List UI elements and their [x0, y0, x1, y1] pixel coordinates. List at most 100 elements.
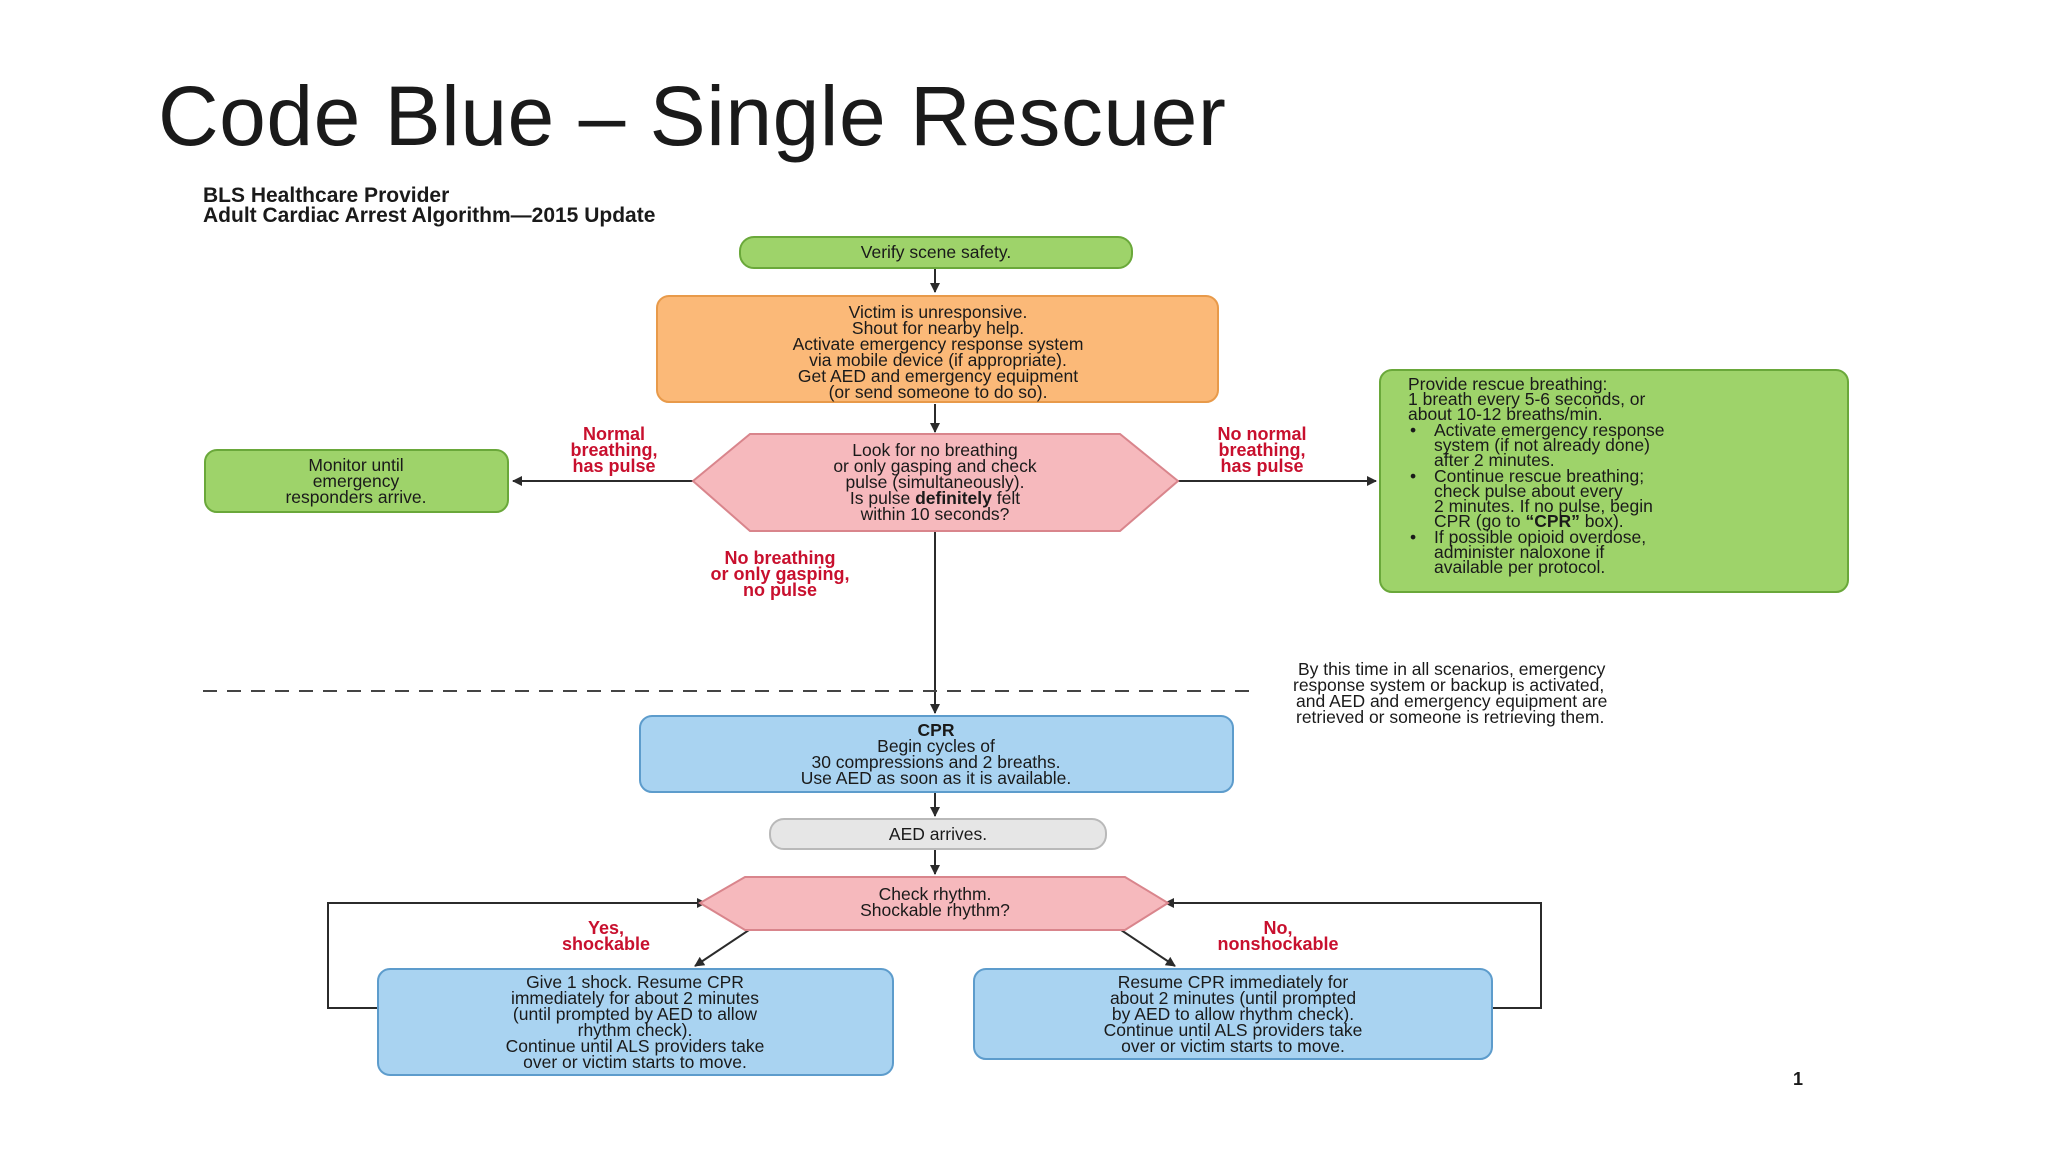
resume-line-4: Continue until ALS providers take	[1104, 1020, 1363, 1040]
rescue-b2-line-2: check pulse about every	[1434, 481, 1623, 501]
rescue-b1-line-3: after 2 minutes.	[1434, 450, 1555, 470]
verify-scene-box: Verify scene safety.	[739, 236, 1133, 269]
cpr-line-3: Use AED as soon as it is available.	[801, 768, 1071, 788]
loop-resume-to-check	[1164, 898, 1542, 1009]
label-no-nonshockable: No, nonshockable	[1217, 918, 1338, 954]
aed-text: AED arrives.	[889, 824, 987, 844]
resume-line-2: about 2 minutes (until prompted	[1110, 988, 1356, 1008]
heading-line-1: BLS Healthcare Provider	[203, 184, 449, 207]
look-line-4-bold: definitely	[915, 488, 992, 508]
label-no-normal-line-1: No normal	[1217, 424, 1306, 444]
loop-shock-to-check	[327, 898, 707, 1009]
shock-line-5: Continue until ALS providers take	[506, 1036, 765, 1056]
rescue-bullet-3: •	[1410, 527, 1416, 547]
note-line-3: and AED and emergency equipment are	[1296, 691, 1607, 711]
resume-shape	[974, 969, 1492, 1059]
scenario-note: By this time in all scenarios, emergency…	[1293, 659, 1607, 727]
monitor-line-2: emergency	[313, 471, 400, 491]
rescue-b3-line-2: administer naloxone if	[1434, 542, 1604, 562]
label-normal-line-3: has pulse	[572, 456, 655, 476]
resume-cpr-box: Resume CPR immediately for about 2 minut…	[973, 968, 1493, 1060]
label-normal-breathing: Normal breathing, has pulse	[570, 424, 657, 476]
check-line-1: Check rhythm.	[879, 884, 992, 904]
rescue-breathing-box: Provide rescue breathing: 1 breath every…	[1379, 369, 1849, 593]
rescue-b2-line-4-pre: CPR (go to	[1434, 511, 1525, 531]
shock-line-2: immediately for about 2 minutes	[511, 988, 759, 1008]
verify-scene-border	[739, 236, 1133, 269]
label-yes-line-2: shockable	[562, 934, 650, 954]
aed-shape	[770, 819, 1106, 849]
label-yes-line-1: Yes,	[588, 918, 624, 938]
label-no-breathing-line-1: No breathing	[725, 548, 836, 568]
rescue-shape	[1380, 370, 1848, 592]
label-no-line-2: nonshockable	[1217, 934, 1338, 954]
monitor-box: Monitor until emergency responders arriv…	[204, 449, 509, 513]
shock-border	[377, 968, 894, 1076]
cpr-border	[639, 715, 1234, 793]
label-no-normal-line-2: breathing,	[1218, 440, 1305, 460]
aed-border	[769, 818, 1107, 850]
rescue-line-3: about 10-12 breaths/min.	[1408, 404, 1603, 424]
shock-line-1: Give 1 shock. Resume CPR	[526, 972, 744, 992]
check-rhythm-shape	[700, 877, 1168, 930]
look-line-5: within 10 seconds?	[860, 504, 1010, 524]
look-line-2: or only gasping and check	[833, 456, 1037, 476]
monitor-border	[204, 449, 509, 513]
shock-line-3: (until prompted by AED to allow	[513, 1004, 758, 1024]
victim-line-1: Victim is unresponsive.	[849, 302, 1028, 322]
check-rhythm-border	[698, 876, 1170, 931]
verify-scene-shape	[740, 237, 1132, 268]
resume-line-5: over or victim starts to move.	[1121, 1036, 1345, 1056]
shock-line-4: rhythm check).	[578, 1020, 693, 1040]
victim-line-4: via mobile device (if appropriate).	[809, 350, 1067, 370]
rescue-bullet-2: •	[1410, 466, 1416, 486]
shock-shape	[378, 969, 893, 1075]
rescue-b2-line-4: CPR (go to “CPR” box).	[1434, 511, 1624, 531]
rescue-b2-line-4-bold: “CPR”	[1525, 511, 1579, 531]
victim-line-5: Get AED and emergency equipment	[798, 366, 1078, 386]
label-normal-line-2: breathing,	[570, 440, 657, 460]
note-line-4: retrieved or someone is retrieving them.	[1296, 707, 1604, 727]
victim-border	[656, 295, 1219, 403]
victim-line-2: Shout for nearby help.	[852, 318, 1024, 338]
monitor-line-1: Monitor until	[308, 455, 403, 475]
rescue-b3-line-3: available per protocol.	[1434, 557, 1605, 577]
look-line-4: Is pulse definitely felt	[850, 488, 1020, 508]
resume-border	[973, 968, 1493, 1060]
label-no-breathing: No breathing or only gasping, no pulse	[710, 548, 849, 600]
label-normal-line-1: Normal	[583, 424, 645, 444]
look-line-3: pulse (simultaneously).	[846, 472, 1025, 492]
slide-title: Code Blue – Single Rescuer	[158, 69, 1227, 163]
algorithm-heading: BLS Healthcare Provider Adult Cardiac Ar…	[203, 184, 655, 227]
cpr-line-1: Begin cycles of	[877, 736, 995, 756]
label-no-line-1: No,	[1264, 918, 1293, 938]
victim-shape	[657, 296, 1218, 402]
rescue-b2-line-3: 2 minutes. If no pulse, begin	[1434, 496, 1653, 516]
cpr-shape	[640, 716, 1233, 792]
rescue-border	[1379, 369, 1849, 593]
rescue-b1-line-2: system (if not already done)	[1434, 435, 1650, 455]
aed-arrives-box: AED arrives.	[769, 818, 1107, 850]
label-yes-shockable: Yes, shockable	[562, 918, 650, 954]
page-number: 1	[1793, 1069, 1803, 1089]
look-line-4-pre: Is pulse	[850, 488, 915, 508]
note-line-1: By this time in all scenarios, emergency	[1298, 659, 1606, 679]
rescue-line-2: 1 breath every 5-6 seconds, or	[1408, 389, 1646, 409]
label-no-breathing-line-3: no pulse	[743, 580, 817, 600]
victim-line-3: Activate emergency response system	[793, 334, 1084, 354]
victim-box: Victim is unresponsive. Shout for nearby…	[656, 295, 1219, 403]
label-no-normal-line-3: has pulse	[1220, 456, 1303, 476]
monitor-shape	[205, 450, 508, 512]
resume-line-3: by AED to allow rhythm check).	[1112, 1004, 1354, 1024]
rescue-b2-line-1: Continue rescue breathing;	[1434, 466, 1644, 486]
shock-line-6: over or victim starts to move.	[523, 1052, 747, 1072]
monitor-line-3: responders arrive.	[285, 487, 426, 507]
note-line-2: response system or backup is activated,	[1293, 675, 1604, 695]
look-breathing-shape	[693, 434, 1178, 531]
cpr-box: CPR Begin cycles of 30 compressions and …	[639, 715, 1234, 793]
rescue-bullet-1: •	[1410, 420, 1416, 440]
look-line-1: Look for no breathing	[852, 440, 1017, 460]
rescue-b3-line-1: If possible opioid overdose,	[1434, 527, 1646, 547]
